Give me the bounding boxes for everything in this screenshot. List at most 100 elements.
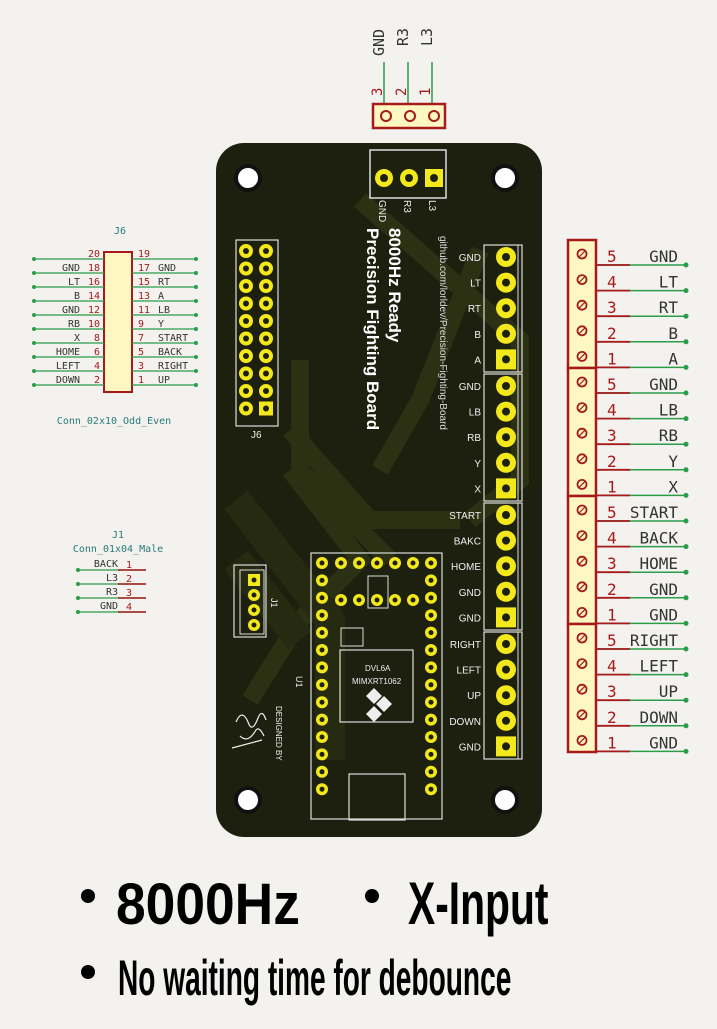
- drill-hole: [502, 562, 510, 571]
- drill-hole: [263, 318, 269, 324]
- terminal-schematic-label: LB: [659, 401, 678, 420]
- top-header-outline: [369, 149, 447, 199]
- terminal-schematic-label: UP: [659, 682, 678, 701]
- wire-end: [683, 262, 689, 268]
- drill-hole: [502, 640, 510, 648]
- drill-hole: [428, 595, 434, 601]
- top-label-2: R3: [394, 28, 412, 46]
- j6-left-label: GND: [62, 263, 80, 274]
- j6-right-label: RT: [158, 277, 170, 288]
- j6-right-pin: 7: [138, 333, 144, 344]
- drill-hole: [243, 265, 249, 272]
- j6-left-pin: 4: [94, 361, 100, 372]
- wire-end: [683, 288, 689, 294]
- j6-header-outline: [235, 239, 279, 427]
- u1-button: [367, 575, 389, 609]
- j1-pin: 4: [126, 602, 132, 613]
- terminal-label: B: [474, 330, 481, 341]
- screw-slot: [578, 250, 586, 258]
- wire-end: [32, 271, 36, 275]
- terminal-schematic-pin: 3: [607, 682, 617, 701]
- drill-hole: [356, 597, 362, 603]
- board-title-line1: 8000Hz Ready: [385, 228, 404, 343]
- drill-hole: [319, 699, 325, 705]
- copper-pour: [224, 490, 345, 760]
- top-label-3: L3: [418, 28, 436, 46]
- board-url: github.com/lorldev/Precision-Fighting-Bo…: [437, 236, 448, 430]
- board-label-gnd: GND: [376, 200, 387, 222]
- terminal-schematic-pin: 2: [607, 708, 617, 727]
- j6-left-pin: 18: [88, 263, 100, 274]
- terminal-schematic-pin: 3: [607, 298, 617, 317]
- screw-slot: [578, 404, 586, 412]
- wire-end: [194, 271, 198, 275]
- wire-end: [683, 723, 689, 729]
- drill-hole: [502, 511, 510, 519]
- drill-hole: [263, 300, 269, 307]
- terminal-schematic-pin: 4: [607, 529, 617, 548]
- drill-hole: [502, 253, 510, 261]
- j1-label: BACK: [94, 559, 118, 570]
- drill-hole: [338, 560, 344, 566]
- j6-right-pin: 1: [138, 375, 144, 386]
- drill-hole: [263, 283, 269, 289]
- caption-xinput: X-Input: [408, 870, 548, 937]
- drill-hole: [263, 248, 269, 254]
- j6-ref-label: J6: [114, 226, 126, 237]
- drill-hole: [263, 370, 269, 377]
- drill-hole: [502, 613, 510, 622]
- terminal-label: Y: [474, 459, 481, 470]
- top-pin-1: 3: [370, 88, 386, 96]
- drill-hole: [243, 335, 249, 342]
- wire-end: [683, 544, 689, 550]
- wire-end: [32, 257, 36, 261]
- j6-left-label: GND: [62, 305, 80, 316]
- terminal-schematic-label: RB: [659, 426, 678, 445]
- j6-left-label: X: [74, 333, 80, 344]
- terminal-schematic-pin: 5: [607, 375, 617, 394]
- drill-hole: [251, 577, 257, 583]
- j6-right-label: START: [158, 333, 188, 344]
- drill-hole: [428, 734, 434, 740]
- j6-left-pin: 6: [94, 347, 100, 358]
- drill-hole: [428, 612, 434, 618]
- j6-left-pin: 8: [94, 333, 100, 344]
- wire-end: [683, 620, 689, 626]
- j6-right-pin: 5: [138, 347, 144, 358]
- drill-hole: [263, 353, 269, 359]
- terminal-schematic-label: RT: [659, 298, 679, 317]
- drill-hole: [502, 587, 510, 596]
- j1-header-outline: [233, 564, 267, 638]
- drill-hole: [319, 647, 325, 653]
- j6-right-label: UP: [158, 375, 170, 386]
- terminal-screw-icon: [576, 632, 588, 644]
- drill-hole: [502, 665, 510, 674]
- terminal-schematic-pin: 1: [607, 605, 617, 624]
- drill-hole: [319, 734, 325, 740]
- wire-end: [76, 582, 80, 586]
- terminal-screw-icon: [576, 402, 588, 414]
- j6-left-pin: 16: [88, 277, 100, 288]
- terminal-schematic-label: LEFT: [639, 657, 678, 676]
- terminal-schematic-pin: 4: [607, 273, 617, 292]
- pin-circle: [428, 110, 440, 122]
- j1-label: L3: [106, 573, 118, 584]
- j6-left-label: DOWN: [56, 375, 80, 386]
- screw-slot: [578, 352, 586, 360]
- chip-line1: DVL6A: [365, 664, 391, 673]
- terminal-schematic-pin: 2: [607, 580, 617, 599]
- drill-hole: [428, 699, 434, 705]
- wire-end: [194, 313, 198, 317]
- terminal-screw-icon: [576, 478, 588, 490]
- top-pin-3: 1: [418, 88, 434, 96]
- drill-hole: [502, 484, 510, 493]
- j1-label: R3: [106, 587, 118, 598]
- screw-terminals: GNDLTRTBAGNDLBRBYXSTARTBAKCHOMEGNDGNDRIG…: [449, 244, 523, 760]
- terminal-schematic-pin: 2: [607, 452, 617, 471]
- terminal-label: HOME: [451, 562, 481, 573]
- drill-hole: [374, 560, 380, 566]
- terminal-screw-icon: [576, 683, 588, 695]
- caption: 8000Hz X-Input No waiting time for debou…: [81, 870, 548, 1006]
- j1-value-label: Conn_01x04_Male: [73, 544, 163, 555]
- wire-end: [76, 596, 80, 600]
